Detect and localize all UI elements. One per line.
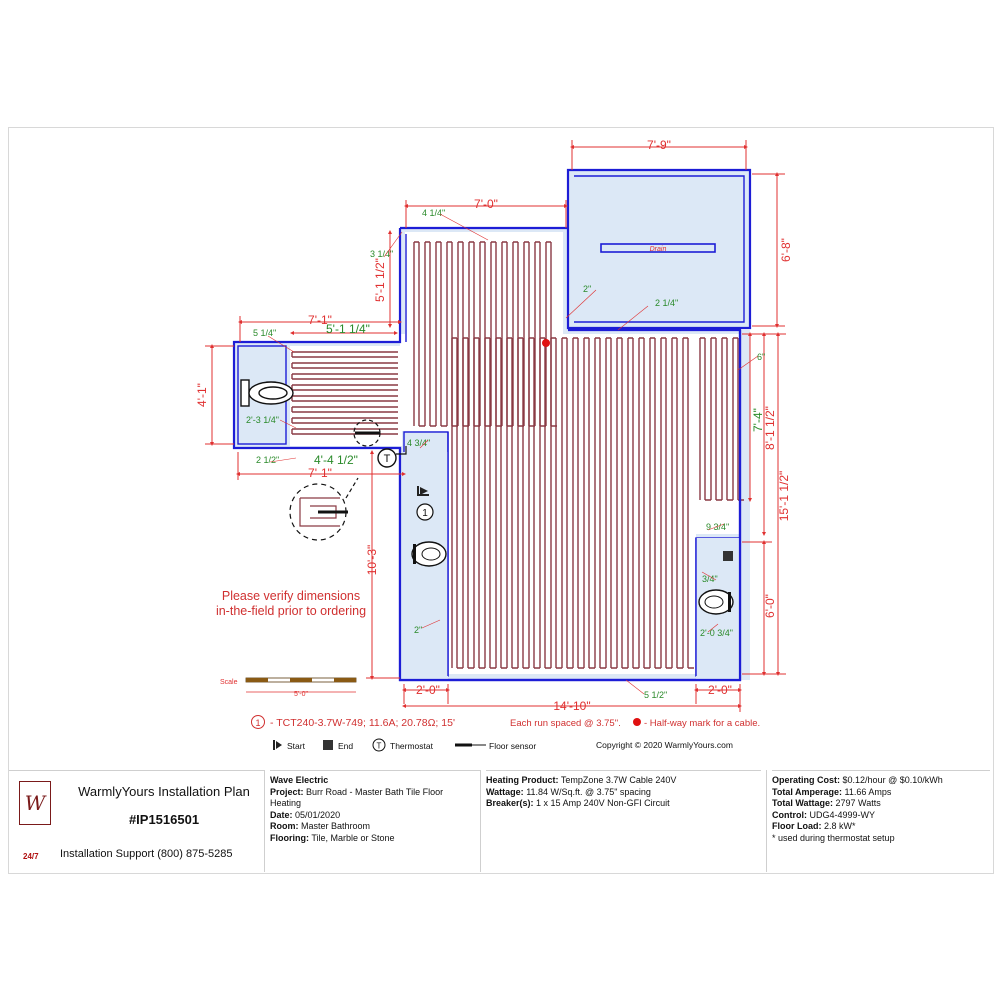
floor-sensor-detail: [289, 419, 381, 541]
legend: 1 - TCT240-3.7W-749; 11.6A; 20.78Ω; 15' …: [251, 715, 760, 752]
dim-bottom-left: 2'-0": [416, 683, 440, 697]
total-amperage: 11.66 Amps: [844, 786, 892, 797]
svg-text:1: 1: [255, 718, 260, 728]
plan-date: 05/01/2020: [295, 809, 341, 820]
dim-top-right-height: 6'-8": [779, 238, 793, 262]
dim-right-6: 6": [757, 352, 765, 362]
operating-cost: $0.12/hour @ $0.10/kWh: [842, 775, 943, 785]
control: UDG4-4999-WY: [809, 809, 876, 820]
dim-wc-height: 4'-1": [195, 383, 209, 407]
end-marker-icon: [723, 551, 733, 561]
dim-wc-bottom-total: 7'-1": [308, 466, 332, 480]
svg-text:Scale: Scale: [220, 679, 238, 686]
sink-left-icon: [411, 541, 447, 567]
titleblock-electrical: Operating Cost: $0.12/hour @ $0.10/kWh T…: [772, 770, 990, 877]
halfway-mark: [542, 339, 550, 347]
titleblock-product: Heating Product: TempZone 3.7W Cable 240…: [486, 770, 761, 877]
dim-wc-bottom-width: 4'-4 1/2": [314, 453, 358, 467]
titleblock-divider-2: [480, 770, 481, 872]
dim-left-4-3-4: 4 3/4": [407, 438, 430, 448]
legend-halfway-note: - Half-way mark for a cable.: [644, 718, 760, 729]
dim-bottom-5-1-2: 5 1/2": [644, 690, 667, 700]
titleblock-divider-1: [264, 770, 265, 872]
dim-right-6-0: 6'-0": [763, 594, 777, 618]
dim-shower-spacing: 2 1/4": [655, 298, 678, 308]
dimension-lines: [205, 140, 786, 712]
dim-wc-bottom-offset: 2 1/2": [256, 455, 279, 465]
sink-right-icon: [698, 589, 734, 615]
total-wattage: 2797 Watts: [835, 798, 881, 808]
support-text: Installation Support (800) 875-5285: [60, 848, 233, 860]
titleblock-company: W WarmlyYours Installation Plan #IP15165…: [9, 770, 264, 873]
cable-number-marker: 1: [416, 503, 434, 521]
start-marker-icon: [417, 486, 429, 496]
company-title: WarmlyYours Installation Plan: [78, 784, 250, 799]
scale-bar: Scale 5'-0": [220, 677, 357, 698]
leader-lines: [267, 213, 759, 695]
dim-right-9-3-4: 9 3/4": [706, 522, 729, 532]
room-name: Master Bathroom: [301, 821, 371, 831]
wattage: 11.84 W/Sq.ft. @ 3.75" spacing: [526, 786, 651, 797]
plan-id: #IP1516501: [128, 812, 200, 827]
dim-top-left-width: 7'-0": [474, 197, 498, 211]
dim-bottom-right: 2'-0": [708, 683, 732, 697]
floor-load: 2.8 kW*: [824, 821, 856, 831]
cable-run: [451, 337, 694, 669]
legend-spacing-note: Each run spaced @ 3.75".: [510, 718, 621, 729]
verify-note: Please verify dimensions in-the-field pr…: [216, 589, 366, 618]
dim-wc-width: 7'-1": [308, 313, 332, 327]
dim-wc-offset: 5 1/4": [253, 328, 276, 338]
titleblock-project: Wave Electric Project: Burr Road - Maste…: [270, 770, 480, 877]
dim-wc-inner-width: 5'-1 1/4": [326, 322, 370, 336]
svg-text:T: T: [377, 742, 382, 751]
svg-text:in-the-field prior to ordering: in-the-field prior to ordering: [216, 604, 366, 618]
dim-left-vert-offset: 3 1/4": [370, 249, 393, 259]
support-badge: 24/7: [23, 852, 39, 861]
cable-run: [413, 241, 557, 427]
project-name: Burr Road - Master Bath Tile Floor Heati…: [270, 786, 444, 809]
dimension-labels-green: 4 1/4" 3 1/4" 5 1/4" 5'-1 1/4" 2'-3 1/4"…: [246, 208, 765, 700]
dim-right-15: 15'-1 1/2": [777, 471, 791, 522]
dim-toilet-offset: 2'-3 1/4": [246, 415, 279, 425]
dim-top-right-width: 7'-9": [647, 138, 671, 152]
dim-right-7-4: 7'-4": [751, 408, 765, 432]
dim-left-vert: 5'-1 1/2": [373, 258, 387, 302]
heating-product: TempZone 3.7W Cable 240V: [560, 775, 677, 785]
legend-thermostat: Thermostat: [390, 741, 434, 751]
legend-cable-spec: - TCT240-3.7W-749; 11.6A; 20.78Ω; 15': [270, 717, 455, 729]
breakers: 1 x 15 Amp 240V Non-GFI Circuit: [536, 798, 670, 808]
svg-text:1: 1: [422, 508, 428, 519]
heating-cable-runs: [291, 241, 744, 669]
dim-left-10-3: 10'-3": [365, 545, 379, 576]
thermostat-icon: T: [377, 446, 407, 468]
dim-right-2-0-3-4: 2'-0 3/4": [700, 628, 733, 638]
footnote: * used during thermostat setup: [772, 832, 895, 843]
dim-top-left-offset: 4 1/4": [422, 208, 445, 218]
flooring-type: Tile, Marble or Stone: [311, 832, 395, 843]
drain: Drain: [600, 243, 716, 253]
legend-floor-sensor: Floor sensor: [489, 741, 536, 751]
drain-label: Drain: [650, 246, 667, 253]
copyright: Copyright © 2020 WarmlyYours.com: [596, 740, 733, 750]
dim-right-3-4: 3/4": [702, 574, 718, 584]
svg-text:5'-0": 5'-0": [294, 691, 308, 698]
svg-text:T: T: [384, 453, 391, 465]
legend-end: End: [338, 741, 353, 751]
dim-bottom-mid: 14'-10": [553, 699, 590, 713]
cable-run: [291, 351, 398, 435]
dim-right-8: 8'-1 1/2": [763, 406, 777, 450]
svg-text:Please verify dimensions: Please verify dimensions: [222, 589, 360, 603]
dim-left-2: 2": [414, 625, 422, 635]
legend-start: Start: [287, 741, 306, 751]
titleblock-divider-3: [766, 770, 767, 872]
walls: [232, 168, 752, 682]
warmlyyours-logo: W: [19, 781, 51, 825]
cable-run: [699, 337, 744, 501]
dim-shower-gap: 2": [583, 284, 591, 294]
toilet-icon: [240, 379, 294, 407]
dimension-labels-red: 7'-9" 6'-8" 7'-0" 5'-1 1/2" 7'-1" 4'-1" …: [195, 138, 793, 713]
installer-name: Wave Electric: [270, 775, 329, 785]
